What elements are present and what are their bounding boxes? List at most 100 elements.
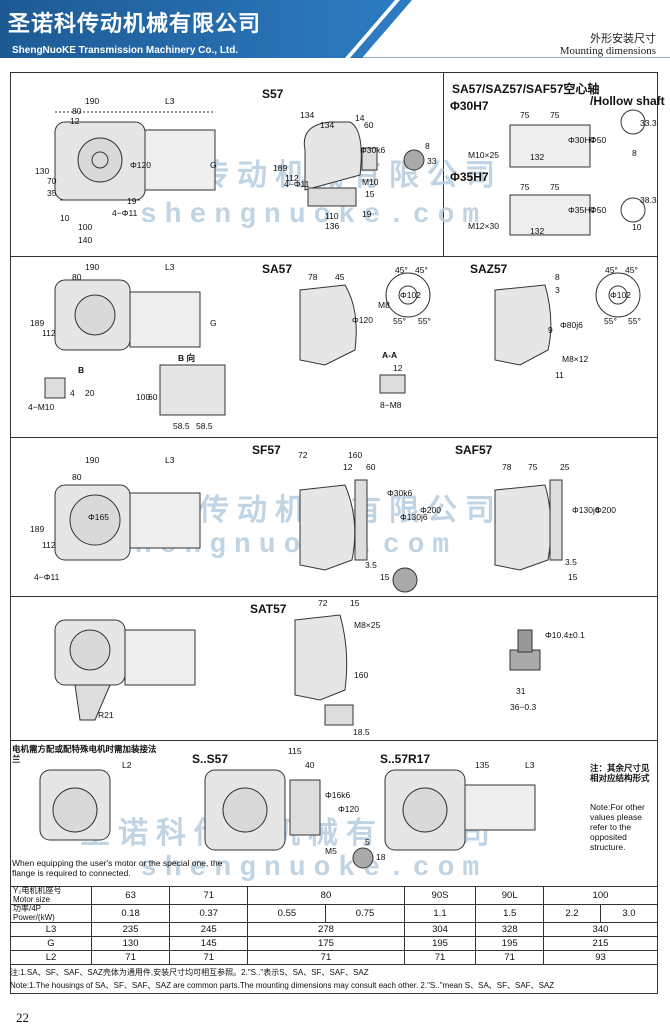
dimension: Φ200 xyxy=(420,505,441,515)
dimension: Φ120 xyxy=(338,804,359,814)
dimension: 18 xyxy=(376,852,386,862)
dimension: 12 xyxy=(393,363,403,373)
dimension: M12×30 xyxy=(468,221,499,231)
table-cell: 93 xyxy=(542,950,659,965)
model-label-sf57: SF57 xyxy=(252,443,281,457)
bore-35h7: Φ35H7 xyxy=(450,170,489,184)
dimension: Φ80j6 xyxy=(560,320,583,330)
dimension: Φ120 xyxy=(352,315,373,325)
dimension: 38.3 xyxy=(640,195,657,205)
dimension: 78 xyxy=(308,272,318,282)
dimension: 4−Φ11 xyxy=(34,572,60,582)
dimension: 31 xyxy=(516,686,526,696)
model-label-s-s57: S..S57 xyxy=(192,752,229,766)
table-cell: 130 xyxy=(90,936,171,951)
dimension: M10×25 xyxy=(468,150,499,160)
model-label-saz57: SAZ57 xyxy=(470,262,508,276)
dimension: 11 xyxy=(555,370,564,380)
dimension: M10 xyxy=(362,177,379,187)
dimension: Φ165 xyxy=(88,512,109,522)
dimension: 112 xyxy=(42,540,56,550)
dimension: 115 xyxy=(288,746,302,756)
dimension: 55° xyxy=(393,316,406,326)
table-cell: 90S xyxy=(403,886,477,905)
dimension: 4−M10 xyxy=(28,402,55,412)
dimension: 5 xyxy=(365,837,370,847)
dimension: 35 xyxy=(47,188,57,198)
dimension: Φ30k6 xyxy=(360,145,386,155)
dimension: 8 xyxy=(632,148,637,158)
table-cell: 71 xyxy=(247,950,405,965)
bore-30h7: Φ30H7 xyxy=(450,99,489,113)
motor-flange-note-en: When equipping the user's motor or the s… xyxy=(12,858,223,878)
table-cell: 3.0 xyxy=(599,904,659,923)
dimension: 190 xyxy=(85,262,100,272)
table-cell: 0.18 xyxy=(90,904,171,923)
other-values-note-en: Note:For other values please refer to th… xyxy=(590,802,645,852)
dimension: Φ50 xyxy=(590,135,607,145)
dimension: 10 xyxy=(632,222,642,232)
dimension: 60 xyxy=(366,462,376,472)
dimension: 75 xyxy=(528,462,538,472)
dimension: 18.5 xyxy=(353,727,370,737)
dimension: G xyxy=(210,160,217,170)
dimension: 189 xyxy=(30,524,45,534)
dimension: 15 xyxy=(350,598,360,608)
divider xyxy=(10,256,658,257)
model-label-saf57: SAF57 xyxy=(455,443,493,457)
watermark-url: shengnuoke.com xyxy=(110,530,458,561)
dimension: 4 xyxy=(70,388,75,398)
watermark-cn: 圣诺科传动机械有限公司 xyxy=(80,817,498,850)
table-cell: 71 xyxy=(403,950,477,965)
dimension: 134 xyxy=(300,110,315,120)
dimension: Φ200 xyxy=(595,505,616,515)
dimension: 8 xyxy=(555,272,560,282)
dimension: 112 xyxy=(285,173,299,183)
dimension: 3 xyxy=(555,285,560,295)
dimension: 58.5 xyxy=(196,421,213,431)
table-row: L2 71 71 71 71 71 93 xyxy=(10,950,659,965)
table-cell: 1.5 xyxy=(475,904,544,923)
dimension: 160 xyxy=(348,450,363,460)
dimension: 4−Φ11 xyxy=(112,208,138,218)
dimension: Φ130j6 xyxy=(400,512,428,522)
watermark-url: shengnuoke.com xyxy=(140,200,488,231)
dimension: 8−M8 xyxy=(380,400,402,410)
dimension: 36−0.3 xyxy=(510,702,537,712)
divider xyxy=(443,72,444,256)
dimension: Φ120 xyxy=(130,160,151,170)
table-cell: 71 xyxy=(475,950,544,965)
dimension: 10 xyxy=(60,213,70,223)
table-cell: 100 xyxy=(542,886,659,905)
divider xyxy=(10,740,658,741)
divider xyxy=(10,596,658,597)
model-label-sa57: SA57 xyxy=(262,262,293,276)
dimension: 4−Φ11 xyxy=(284,179,310,189)
dimension: 8 xyxy=(425,141,430,151)
dimension: 15 xyxy=(365,189,375,199)
divider xyxy=(10,437,658,438)
footnote-en: Note:1.The housings of SA、SF、SAF、SAZ are… xyxy=(10,981,555,990)
dimension: M8×25 xyxy=(354,620,381,630)
dimension: 80 xyxy=(72,272,82,282)
table-cell: 71 xyxy=(169,886,249,905)
dimension: 190 xyxy=(85,455,100,465)
dimension: 15 xyxy=(380,572,390,582)
table-cell: 2.2 xyxy=(542,904,601,923)
dimension: 160 xyxy=(354,670,369,680)
dimension: 55° xyxy=(628,316,641,326)
dimension: Φ30k6 xyxy=(387,488,413,498)
dimension: Φ30H7 xyxy=(568,135,596,145)
table-cell: 145 xyxy=(169,936,249,951)
dimension: 100 xyxy=(136,392,151,402)
company-name-cn: 圣诺科传动机械有限公司 xyxy=(8,12,262,37)
model-label-s-57r17: S..57R17 xyxy=(380,752,431,766)
table-cell: 0.75 xyxy=(325,904,405,923)
dimension: 189 xyxy=(30,318,45,328)
dimension: 130 xyxy=(35,166,50,176)
dimension: 60 xyxy=(364,120,374,130)
dimension: M8×12 xyxy=(562,354,589,364)
dimension: 110 xyxy=(325,211,339,221)
table-cell: 175 xyxy=(247,936,405,951)
